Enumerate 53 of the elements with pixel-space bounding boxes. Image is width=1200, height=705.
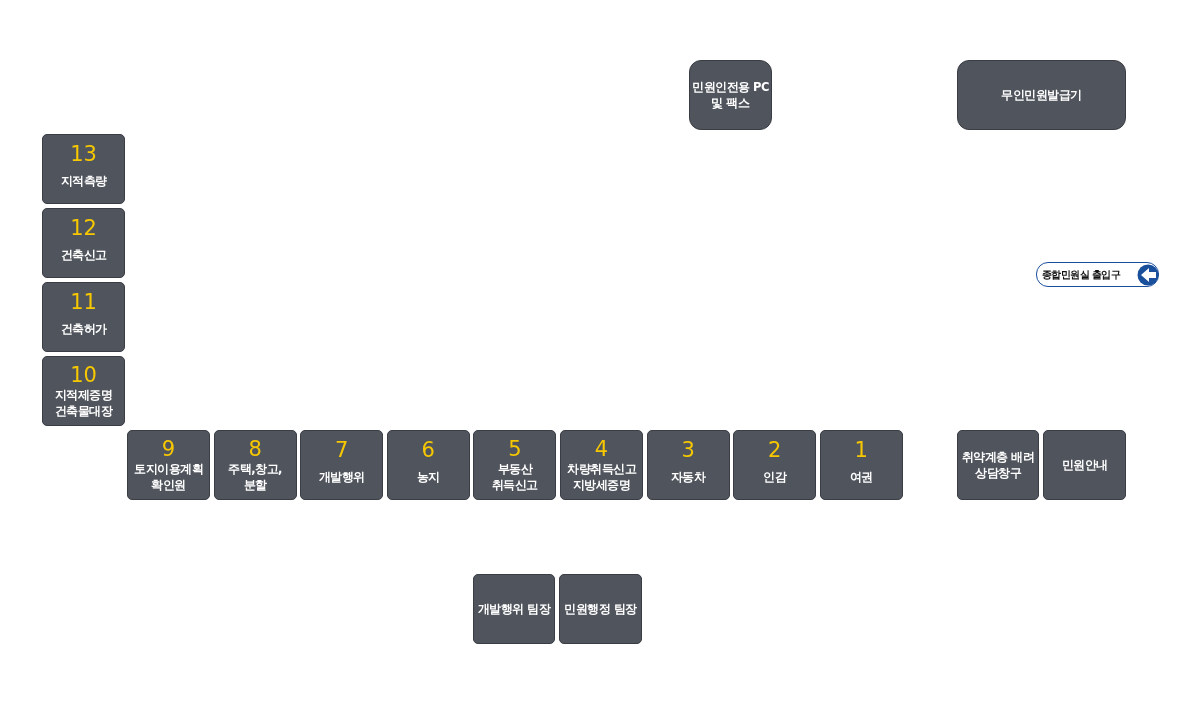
counter-number: 8 <box>248 437 262 461</box>
counter-label: 자동차 <box>669 469 707 486</box>
counter-label: 인감 <box>762 469 788 486</box>
counter-number: 10 <box>70 363 97 387</box>
numbered-counter <box>127 430 210 500</box>
entrance-sign <box>1036 262 1159 287</box>
numbered-counter <box>646 430 730 500</box>
numbered-counter <box>386 430 470 500</box>
entrance-label: 종합민원실 출입구 <box>1042 267 1121 282</box>
numbered-counter <box>42 208 125 278</box>
numbered-counter <box>560 430 643 500</box>
counter-number: 9 <box>161 437 176 461</box>
numbered-counter <box>42 356 125 426</box>
counter-label: 농지 <box>415 469 441 486</box>
counter-label: 민원인전용 PC 및 팩스 <box>691 79 770 111</box>
counter-label: 개발행위 <box>317 469 366 486</box>
counter-label: 취약계층 배려 상담창구 <box>960 449 1036 481</box>
counter-label: 지적측량 <box>59 173 108 190</box>
counter-label: 차량취득신고 지방세증명 <box>566 461 638 493</box>
counter-number: 6 <box>421 438 435 462</box>
counter-number: 4 <box>594 437 609 461</box>
counter-label: 건축허가 <box>59 321 108 338</box>
counter-number: 13 <box>70 142 97 166</box>
counter-number: 11 <box>70 290 97 314</box>
numbered-counter <box>42 134 125 204</box>
counter-number: 2 <box>768 438 782 462</box>
counter-number: 12 <box>70 216 97 240</box>
counter-label: 여권 <box>848 469 874 486</box>
counter-box <box>957 430 1039 500</box>
counter-label: 민원행정 팀장 <box>563 601 638 617</box>
counter-label: 주택,창고, 분할 <box>227 461 283 493</box>
counter-box <box>559 574 642 644</box>
counter-label: 건축신고 <box>59 247 108 264</box>
counter-number: 1 <box>854 438 868 462</box>
counter-number: 7 <box>335 438 349 462</box>
counter-label: 부동산 취득신고 <box>490 461 539 493</box>
numbered-counter <box>213 430 297 500</box>
counter-box <box>1043 430 1126 500</box>
counter-box <box>689 60 772 130</box>
counter-label: 민원안내 <box>1060 457 1109 473</box>
numbered-counter <box>42 282 125 352</box>
counter-box <box>957 60 1126 130</box>
numbered-counter <box>473 430 557 500</box>
numbered-counter <box>300 430 384 500</box>
counter-label: 무인민원발급기 <box>1000 87 1083 103</box>
counter-label: 개발행위 팀장 <box>476 601 552 617</box>
counter-number: 3 <box>681 438 695 462</box>
counter-box <box>473 574 555 644</box>
numbered-counter <box>733 430 817 500</box>
counter-number: 5 <box>508 437 522 461</box>
numbered-counter <box>819 430 903 500</box>
counter-label: 토지이용계획 확인원 <box>133 461 204 493</box>
counter-label: 지적제증명 건축물대장 <box>53 387 114 419</box>
